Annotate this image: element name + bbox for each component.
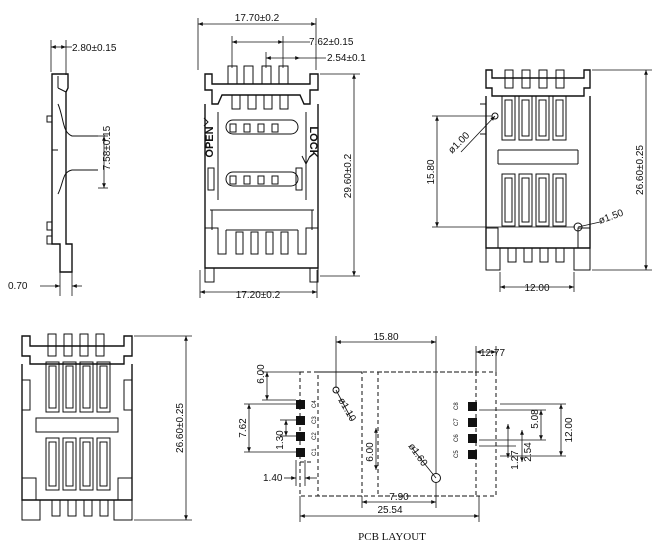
pin-c7-label: C7 — [454, 418, 460, 426]
top-width-dim: 17.70±0.2 — [235, 13, 280, 24]
side-base-dim: 0.70 — [8, 281, 28, 292]
pcb-hole-a-dim: ø1.10 — [335, 396, 358, 424]
pcb-pitch-a-dim: 1.27 — [510, 450, 521, 470]
pcb-pitch-b-dim: 2.54 — [523, 442, 534, 462]
hole-a-dim: ø1.00 — [446, 130, 472, 156]
bottom-width-dim: 12.00 — [524, 283, 549, 294]
hole-spacing-dim: 15.80 — [426, 159, 437, 184]
pin-c2-label: C2 — [312, 432, 318, 440]
pcb-total-width-dim: 25.54 — [377, 505, 402, 516]
top-view: 17.70±0.2 7.62±0.15 2.54±0.1 — [197, 13, 366, 301]
front-view: 26.60±0.25 — [21, 333, 192, 521]
pcb-pad-pitch-dim: 1.30 — [275, 430, 286, 450]
side-thickness-dim: 2.80±0.15 — [72, 43, 117, 54]
pcb-right-span-dim: 5.08 — [530, 409, 541, 429]
pin-c8-label: C8 — [454, 402, 460, 410]
pcb-right-width-dim: 12.00 — [564, 417, 575, 442]
pcb-top-offset-dim: 6.00 — [256, 364, 267, 384]
side-window-dim: 7.58±0.15 — [102, 125, 113, 170]
pcb-hole-spacing-dim: 15.80 — [373, 332, 398, 343]
pcb-right-edge-dim: 12.77 — [480, 348, 505, 359]
lock-label: LOCK — [307, 126, 319, 157]
front-length-dim: 26.60±0.25 — [175, 403, 186, 453]
pin-c1-label: C1 — [312, 448, 318, 456]
top-length-dim: 29.60±0.2 — [343, 153, 354, 198]
top-pitch-span-dim: 7.62±0.15 — [309, 37, 354, 48]
pcb-layout-title: PCB LAYOUT — [358, 531, 426, 543]
pcb-left-height-dim: 7.62 — [238, 418, 249, 438]
pin-c3-label: C3 — [312, 416, 318, 424]
pin-c4-label: C4 — [312, 400, 318, 408]
top-pitch-dim: 2.54±0.1 — [327, 53, 366, 64]
bottom-length-dim: 26.60±0.25 — [635, 145, 646, 195]
pcb-pad-width-dim: 1.40 — [263, 473, 283, 484]
open-label: OPEN — [204, 126, 216, 157]
top-bottom-width-dim: 17.20±0.2 — [236, 290, 281, 301]
side-view: 2.80±0.15 7.58±0.15 0.70 — [8, 40, 117, 296]
hole-b-dim: ø1.50 — [597, 208, 625, 227]
pcb-bottom-offset-dim: 7.90 — [389, 492, 409, 503]
pin-c5-label: C5 — [454, 450, 460, 458]
pcb-center-offset-dim: 6.00 — [365, 442, 376, 462]
pcb-layout: C4 C3 C2 C1 C8 C7 C6 C5 ø1.10 ø1.60 15.8… — [238, 332, 575, 543]
bottom-view: ø1.00 ø1.50 15.80 26.60±0.25 12.00 — [426, 69, 652, 294]
pin-c6-label: C6 — [454, 434, 460, 442]
